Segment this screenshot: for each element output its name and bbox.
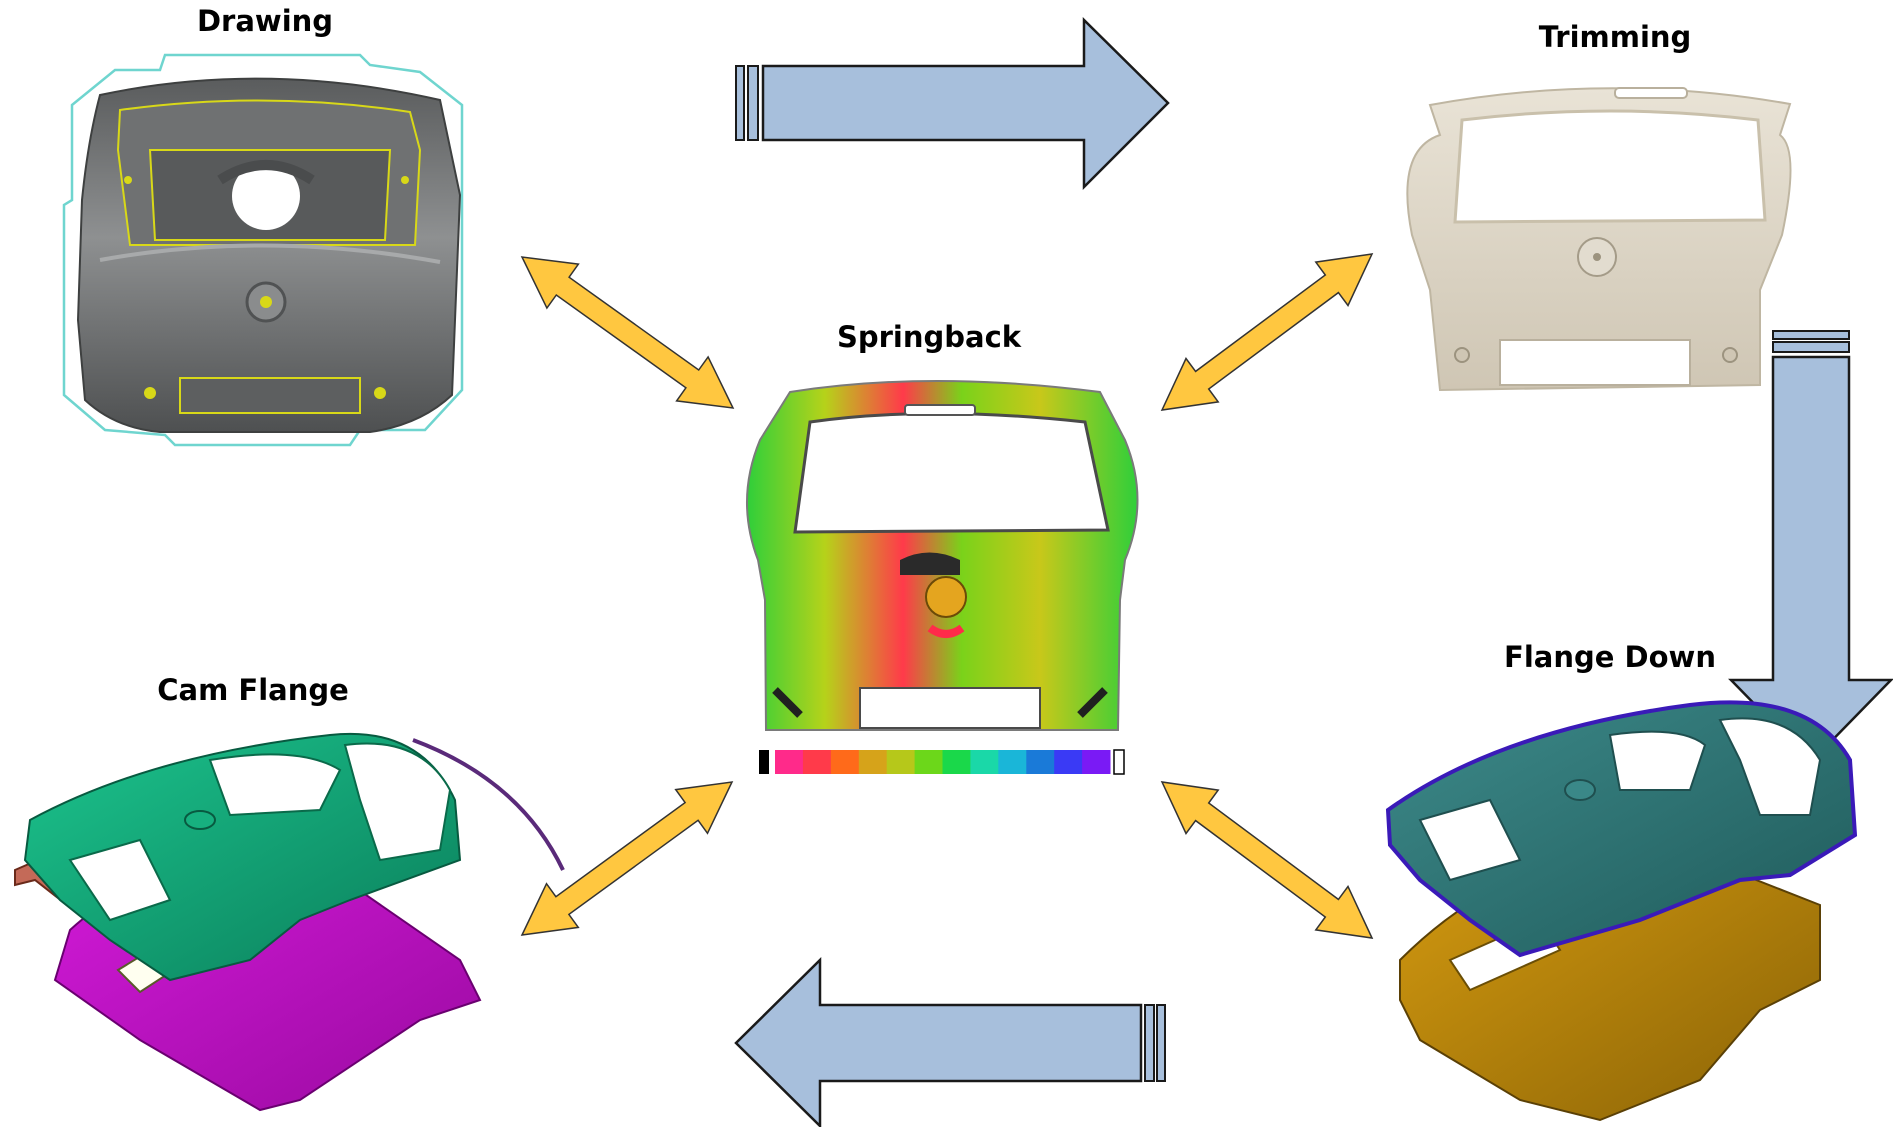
legend-swatch (1054, 750, 1082, 774)
link-arrow-drawing-springback (522, 257, 733, 408)
trimming-part-image (1407, 88, 1790, 390)
legend-swatch (887, 750, 915, 774)
process-arrow-left (736, 960, 1165, 1126)
legend-swatch (831, 750, 859, 774)
legend-swatch (970, 750, 998, 774)
link-arrow-flangedown-springback (1162, 782, 1372, 938)
link-arrow-camflange-springback (522, 782, 732, 935)
legend-swatch (1082, 750, 1110, 774)
springback-color-legend (759, 750, 1124, 774)
springback-part-image (747, 381, 1138, 730)
legend-swatch (775, 750, 803, 774)
legend-swatch (859, 750, 887, 774)
drawing-part-image (64, 55, 462, 445)
legend-swatch (943, 750, 971, 774)
process-arrow-right (736, 20, 1168, 187)
flange-down-part-image (1388, 702, 1855, 1120)
process-arrow-down (1731, 331, 1891, 762)
legend-swatch (998, 750, 1026, 774)
link-arrow-trimming-springback (1162, 254, 1372, 410)
legend-swatch (915, 750, 943, 774)
cam-flange-part-image (15, 734, 563, 1110)
legend-swatch (1026, 750, 1054, 774)
legend-swatch (803, 750, 831, 774)
